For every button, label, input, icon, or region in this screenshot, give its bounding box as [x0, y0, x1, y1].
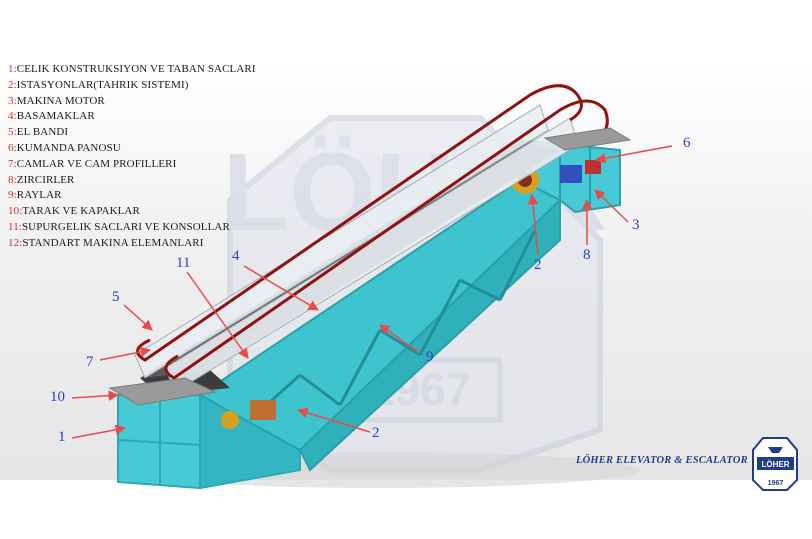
callout-4: 4	[232, 248, 240, 264]
legend-item-separator: :	[13, 94, 17, 107]
legend-item-separator: :	[13, 157, 17, 170]
legend-item: 11:SUPURGELIK SACLARI VE KONSOLLAR	[8, 220, 256, 236]
callout-arrows	[71, 145, 673, 439]
callout-8: 8	[583, 247, 591, 263]
callout-1: 1	[58, 429, 66, 445]
legend-item-separator: :	[19, 236, 23, 249]
arrow-1	[71, 424, 127, 439]
legend-item-number: 9	[8, 189, 14, 202]
legend-item: 9:RAYLAR	[8, 188, 256, 204]
legend-item-separator: :	[13, 189, 17, 202]
legend-item-number: 10	[8, 205, 20, 218]
legend-item-text: TARAK VE KAPAKLAR	[22, 205, 140, 218]
arrow-9	[379, 324, 419, 353]
legend-item-number: 7	[8, 157, 14, 170]
legend-item-text: MAKINA MOTOR	[16, 94, 105, 107]
legend-item-text: KUMANDA PANOSU	[16, 141, 121, 154]
legend-item: 3:MAKINA MOTOR	[8, 94, 256, 110]
legend-item-separator: :	[13, 141, 17, 154]
legend-item: 6:KUMANDA PANOSU	[8, 141, 256, 157]
legend-item-separator: :	[13, 63, 17, 75]
callout-2-upper: 2	[534, 257, 542, 273]
legend-item: 10:TARAK VE KAPAKLAR	[8, 204, 256, 220]
legend-item-number: 11	[8, 220, 19, 233]
legend-item-separator: :	[19, 205, 23, 218]
arrow-6	[594, 145, 673, 164]
legend-item-text: CELIK KONSTRUKSIYON VE TABAN SACLARI	[16, 63, 256, 75]
brand-text: LÖHER ELEVATOR & ESCALATOR	[576, 455, 748, 466]
arrow-2-upper	[527, 193, 539, 256]
legend-item-number: 1	[8, 63, 14, 75]
callout-6: 6	[683, 135, 691, 151]
arrow-4	[243, 265, 319, 311]
legend-item: 5:EL BANDI	[8, 125, 256, 141]
legend-item-number: 6	[8, 141, 14, 154]
legend-item-number: 8	[8, 173, 14, 186]
arrow-10	[71, 390, 120, 401]
legend-item-text: ISTASYONLAR(TAHRIK SISTEMI)	[16, 78, 189, 91]
legend-item-separator: :	[13, 126, 17, 139]
logo-year: 1967	[768, 480, 784, 487]
legend-item-separator: :	[13, 78, 17, 91]
legend-item-separator: :	[18, 220, 22, 233]
loher-logo: LÖHER 1967	[752, 437, 798, 491]
callout-3: 3	[632, 217, 640, 233]
handrails	[136, 84, 609, 380]
legend-item-number: 5	[8, 126, 14, 139]
legend-item-text: ZIRCIRLER	[16, 173, 75, 186]
legend-item: 1:CELIK KONSTRUKSIYON VE TABAN SACLARI	[8, 62, 256, 78]
arrow-3	[594, 189, 629, 223]
legend-item-number: 2	[8, 78, 14, 91]
arrow-7	[99, 346, 152, 361]
arrow-5	[123, 304, 153, 331]
legend-item-separator: :	[13, 173, 17, 186]
legend-item: 12:STANDART MAKINA ELEMANLARI	[8, 236, 256, 252]
legend-item-text: BASAMAKLAR	[16, 110, 95, 123]
legend-item-text: RAYLAR	[16, 189, 62, 202]
landing-plates	[108, 127, 632, 406]
legend-item: 8:ZIRCIRLER	[8, 173, 256, 189]
arrow-11	[186, 271, 249, 359]
legend-item-text: EL BANDI	[16, 126, 69, 139]
legend-item: 7:CAMLAR VE CAM PROFILLERI	[8, 157, 256, 173]
logo-name: LÖHER	[762, 460, 790, 469]
legend-item-separator: :	[13, 110, 17, 123]
legend-item-number: 3	[8, 94, 14, 107]
callout-11: 11	[176, 255, 191, 271]
callout-2-lower: 2	[372, 425, 380, 441]
callout-9: 9	[426, 349, 434, 365]
legend-item: 4:BASAMAKLAR	[8, 109, 256, 125]
legend-item-text: CAMLAR VE CAM PROFILLERI	[16, 157, 177, 170]
legend-item-number: 12	[8, 236, 20, 249]
legend-item-text: STANDART MAKINA ELEMANLARI	[22, 236, 204, 249]
callout-7: 7	[86, 354, 94, 370]
legend-item-number: 4	[8, 110, 14, 123]
callout-5: 5	[112, 289, 120, 305]
arrow-2-lower	[296, 407, 371, 433]
legend-item: 2:ISTASYONLAR(TAHRIK SISTEMI)	[8, 78, 256, 94]
callout-10: 10	[50, 389, 65, 405]
legend-item-text: SUPURGELIK SACLARI VE KONSOLLAR	[21, 220, 230, 233]
